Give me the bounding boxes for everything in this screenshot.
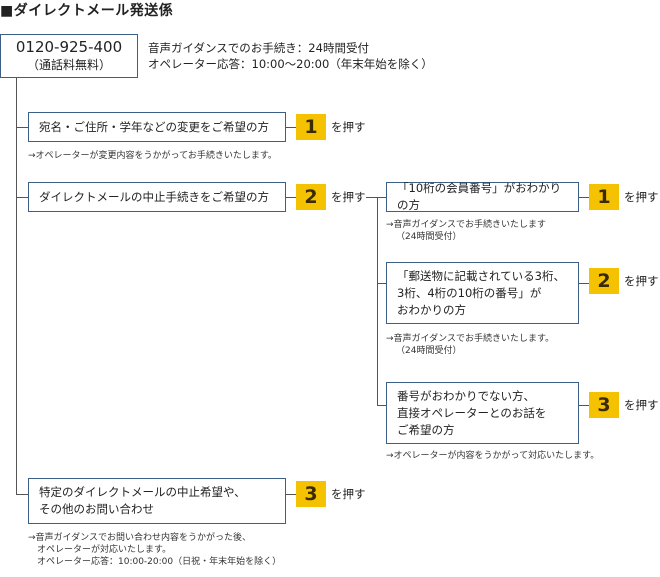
key-2-badge: 2 [296, 184, 326, 210]
connector-line [579, 197, 589, 198]
sub-option-2-label-line: おわかりの方 [397, 302, 466, 317]
sub-option-2-box: 「郵送物に記載されている3桁、 3桁、4桁の10桁の番号」が おわかりの方 [386, 262, 579, 324]
note-line: →音声ガイダンスでお手続きいたします。 [386, 334, 555, 344]
page-title: ■ダイレクトメール発送係 [0, 3, 174, 19]
connector-line [16, 78, 17, 494]
press-label: を押す [624, 274, 659, 288]
key-1-badge: 1 [296, 114, 326, 140]
option-1-box: 宛名・ご住所・学年などの変更をご希望の方 [28, 112, 286, 142]
connector-line [377, 405, 386, 406]
operator-hours: オペレーター応答：10:00～20:00（年末年始を除く） [148, 57, 433, 71]
option-3-label-line: その他のお問い合わせ [39, 502, 154, 516]
connector-line [377, 197, 378, 405]
option-2-box: ダイレクトメールの中止手続きをご希望の方 [28, 182, 286, 212]
sub-option-1-note: →音声ガイダンスでお手続きいたします （24時間受付） [386, 219, 546, 243]
connector-line [286, 127, 296, 128]
sub-key-1-badge: 1 [589, 184, 619, 210]
connector-line [16, 127, 28, 128]
press-label: を押す [331, 487, 366, 501]
connector-line [579, 283, 589, 284]
sub-option-2-note: →音声ガイダンスでお手続きいたします。 （24時間受付） [386, 333, 554, 357]
sub-key-3-badge: 3 [589, 392, 619, 418]
note-line: →音声ガイダンスでお問い合わせ内容をうかがった後、 [28, 533, 252, 543]
connector-line [286, 197, 296, 198]
sub-option-1-box: 「10桁の会員番号」がおわかりの方 [386, 181, 579, 212]
connector-line [16, 494, 28, 495]
option-1-note: →オペレーターが変更内容をうかがってお手続きいたします。 [28, 151, 277, 161]
sub-key-2-badge: 2 [589, 268, 619, 294]
note-line: オペレーターが対応いたします。 [28, 545, 172, 555]
phone-number-box: 0120-925-400 （通話料無料） [0, 34, 138, 78]
note-line: →音声ガイダンスでお手続きいたします [386, 220, 547, 230]
sub-option-3-label-line: 直接オペレーターとのお話を [397, 405, 547, 420]
press-label: を押す [331, 190, 366, 204]
connector-line [377, 283, 386, 284]
voice-guidance-hours: 音声ガイダンスでのお手続き：24時間受付 [148, 41, 369, 55]
note-line: （24時間受付） [396, 232, 462, 242]
option-3-note: →音声ガイダンスでお問い合わせ内容をうかがった後、 オペレーターが対応いたします… [28, 532, 281, 568]
key-3-badge: 3 [296, 481, 326, 507]
service-hours-info: 音声ガイダンスでのお手続き：24時間受付 オペレーター応答：10:00～20:0… [148, 40, 433, 72]
sub-option-3-label-line: ご希望の方 [397, 422, 455, 437]
option-1-label: 宛名・ご住所・学年などの変更をご希望の方 [39, 119, 269, 134]
sub-option-2-label-line: 「郵送物に記載されている3桁、 [397, 268, 565, 283]
press-label: を押す [331, 120, 366, 134]
connector-line [579, 405, 589, 406]
connector-line [16, 197, 28, 198]
option-3-box: 特定のダイレクトメールの中止希望や、 その他のお問い合わせ [28, 478, 286, 524]
toll-free-note: （通話料無料） [26, 58, 111, 72]
sub-option-3-note: →オペレーターが内容をうかがって対応いたします。 [386, 451, 600, 461]
sub-option-1-label: 「10桁の会員番号」がおわかりの方 [397, 181, 562, 212]
sub-option-3-box: 番号がおわかりでない方、 直接オペレーターとのお話を ご希望の方 [386, 382, 579, 444]
option-3-label-line: 特定のダイレクトメールの中止希望や、 [39, 485, 246, 499]
option-2-label: ダイレクトメールの中止手続きをご希望の方 [39, 189, 269, 204]
sub-option-3-label-line: 番号がおわかりでない方、 [397, 388, 535, 403]
note-line: （24時間受付） [396, 346, 462, 356]
connector-line [286, 494, 296, 495]
note-line: オペレーター応答：10:00-20:00（日祝・年末年始を除く） [28, 557, 282, 567]
press-label: を押す [624, 190, 659, 204]
connector-line [366, 197, 378, 198]
sub-option-2-label-line: 3桁、4桁の10桁の番号」が [397, 285, 542, 300]
press-label: を押す [624, 398, 659, 412]
phone-number: 0120-925-400 [15, 38, 123, 56]
connector-line [377, 197, 386, 198]
